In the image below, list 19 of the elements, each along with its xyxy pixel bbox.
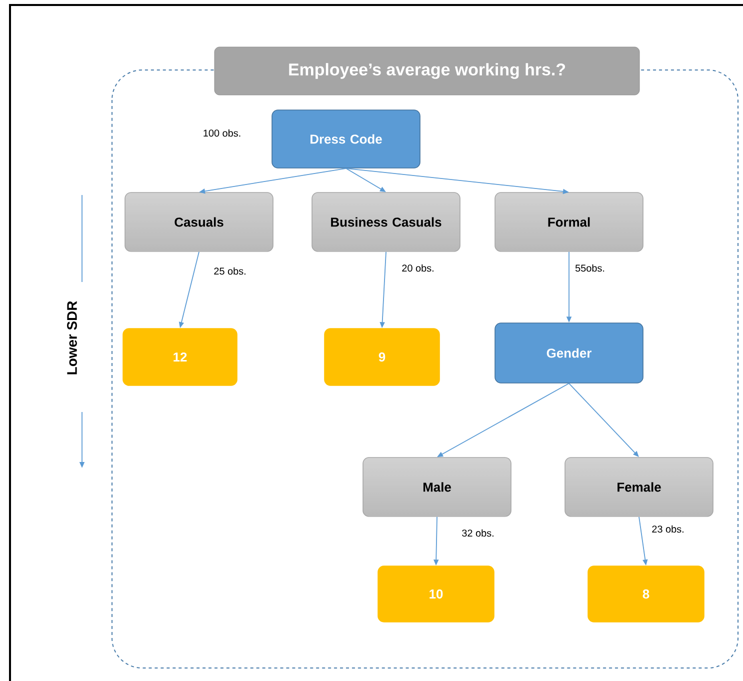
branch-box: Formal	[494, 192, 644, 252]
axis-label: Lower SDR	[67, 301, 77, 374]
edge-label: 32 obs.	[462, 529, 494, 537]
observation-count: 100 obs.	[204, 129, 240, 137]
leaf-box: 10	[378, 566, 494, 622]
leaf-box: 12	[122, 328, 238, 386]
leaf-box: 9	[324, 328, 440, 386]
edge-label: 20 obs.	[402, 264, 434, 272]
edge-label: 23 obs.	[652, 525, 684, 533]
decision-box: Gender	[494, 322, 644, 384]
branch-box: Female	[564, 457, 714, 517]
branch-box: Business Casuals	[312, 192, 460, 252]
title-box: Employee’s average working hrs.?	[214, 46, 640, 96]
edge-label: 25 obs.	[214, 267, 246, 275]
branch-box: Male	[362, 457, 512, 517]
edge-label: 55obs.	[575, 264, 604, 272]
leaf-box: 8	[588, 566, 704, 622]
decision-box: Dress Code	[272, 110, 420, 168]
branch-box: Casuals	[124, 192, 274, 252]
